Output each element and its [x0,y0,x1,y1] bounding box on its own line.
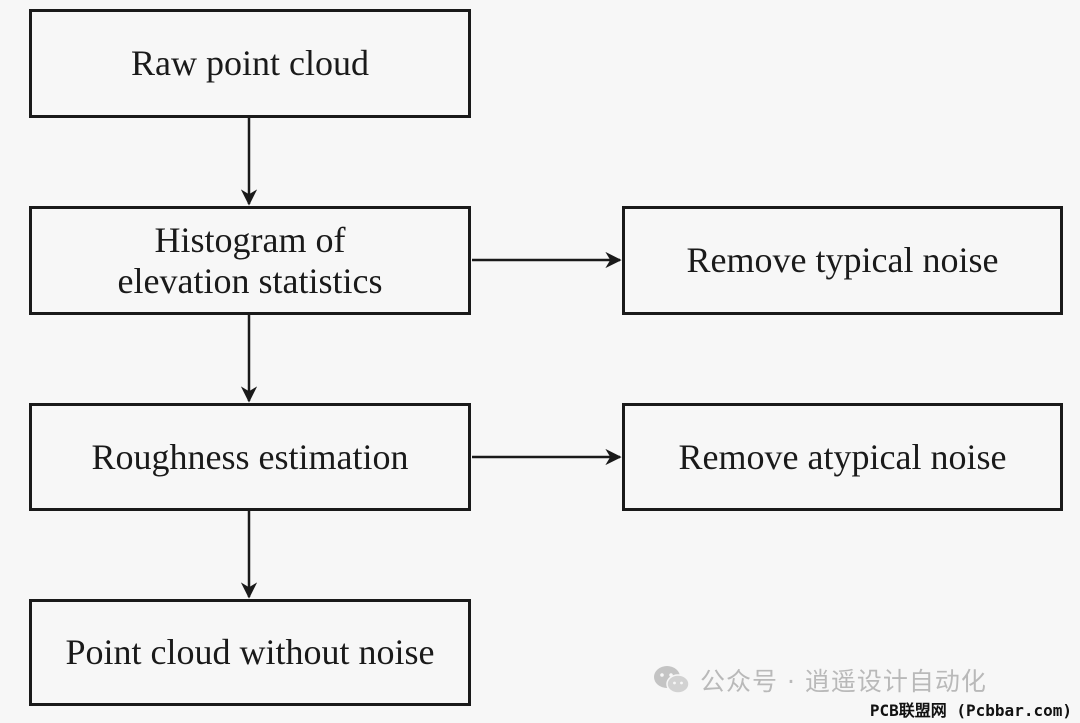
node-histogram-elevation: Histogram of elevation statistics [29,206,471,315]
node-histogram-label-line2: elevation statistics [117,260,383,301]
source-credit: PCB联盟网 (Pcbbar.com) [869,697,1072,721]
watermark-text: 公众号 · 逍遥设计自动化 [700,667,987,696]
node-raw-point-cloud-label: Raw point cloud [131,43,369,84]
node-raw-point-cloud: Raw point cloud [29,9,471,118]
node-roughness-estimation-label: Roughness estimation [91,436,409,477]
node-remove-atypical-noise: Remove atypical noise [622,403,1063,511]
node-histogram-label-line1: Histogram of [154,220,346,261]
wechat-icon [654,666,690,694]
watermark: 公众号 · 逍遥设计自动化 [652,662,987,698]
node-remove-typical-noise: Remove typical noise [622,206,1063,315]
node-roughness-estimation: Roughness estimation [29,403,471,511]
node-point-cloud-without-noise-label: Point cloud without noise [65,632,435,673]
node-remove-atypical-noise-label: Remove atypical noise [678,436,1007,477]
node-remove-typical-noise-label: Remove typical noise [686,240,999,281]
node-point-cloud-without-noise: Point cloud without noise [29,599,471,706]
